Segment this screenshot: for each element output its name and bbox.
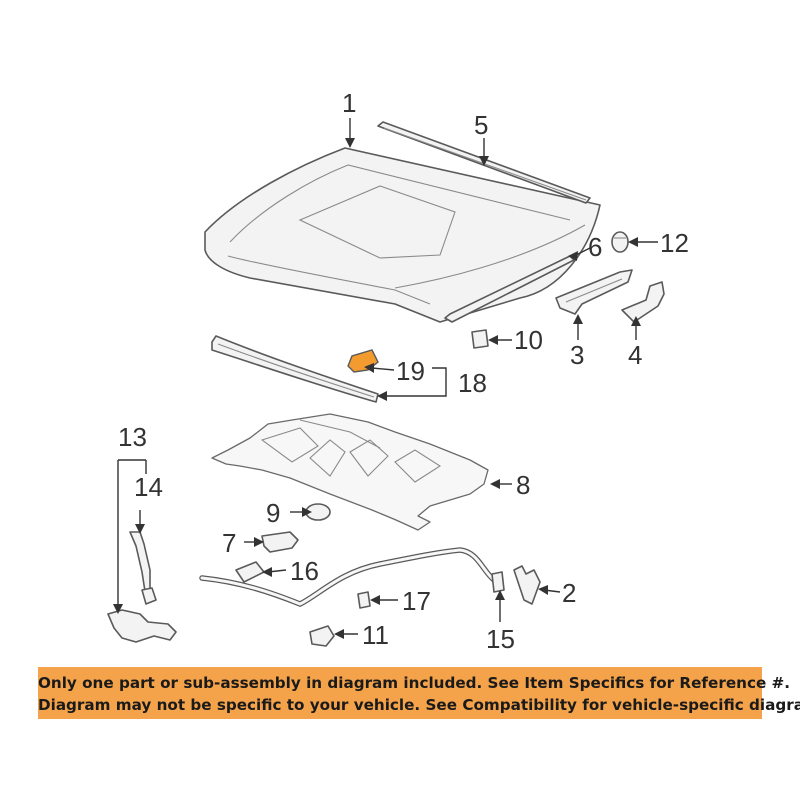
callout-7: 7	[222, 528, 236, 558]
callout-18: 18	[458, 368, 487, 398]
release-cable	[199, 547, 497, 608]
callout-11: 11	[362, 620, 389, 650]
callout-2: 2	[562, 578, 576, 608]
bracket-3	[555, 269, 633, 315]
callout-14: 14	[134, 472, 163, 502]
callout-19: 19	[396, 356, 425, 386]
disclaimer-line-1: Only one part or sub-assembly in diagram…	[38, 674, 791, 692]
bumper-11	[309, 625, 335, 647]
bracket-4	[621, 281, 665, 323]
callout-10: 10	[514, 325, 543, 355]
clip-10	[471, 329, 489, 349]
latch-bracket-2	[513, 565, 541, 605]
callout-17: 17	[402, 586, 431, 616]
leader-lines	[113, 118, 658, 639]
callout-5: 5	[474, 110, 488, 140]
clip-17	[357, 591, 371, 609]
callout-9: 9	[266, 498, 280, 528]
callout-13: 13	[118, 422, 147, 452]
bumper-12	[611, 231, 629, 253]
disclaimer-line-2: Diagram may not be specific to your vehi…	[38, 696, 800, 714]
callout-8: 8	[516, 470, 530, 500]
handle-16	[235, 561, 265, 583]
disclaimer-banner: Only one part or sub-assembly in diagram…	[38, 667, 800, 719]
callout-6: 6	[588, 232, 602, 262]
hood-panel	[204, 147, 601, 323]
callout-3: 3	[570, 340, 584, 370]
callout-15: 15	[486, 624, 515, 654]
callout-16: 16	[290, 556, 319, 586]
insulator-8	[211, 413, 489, 531]
callout-labels: 1 5 6 12 10 3 4 19 18 13 14 8 9 7 16 2 1…	[118, 88, 689, 654]
callout-12: 12	[660, 228, 689, 258]
callout-4: 4	[628, 340, 642, 370]
molding-18	[211, 335, 379, 403]
callout-1: 1	[342, 88, 356, 118]
guide-7	[261, 531, 299, 553]
rod-assembly-13	[107, 531, 177, 643]
cable-end-15	[491, 571, 505, 593]
